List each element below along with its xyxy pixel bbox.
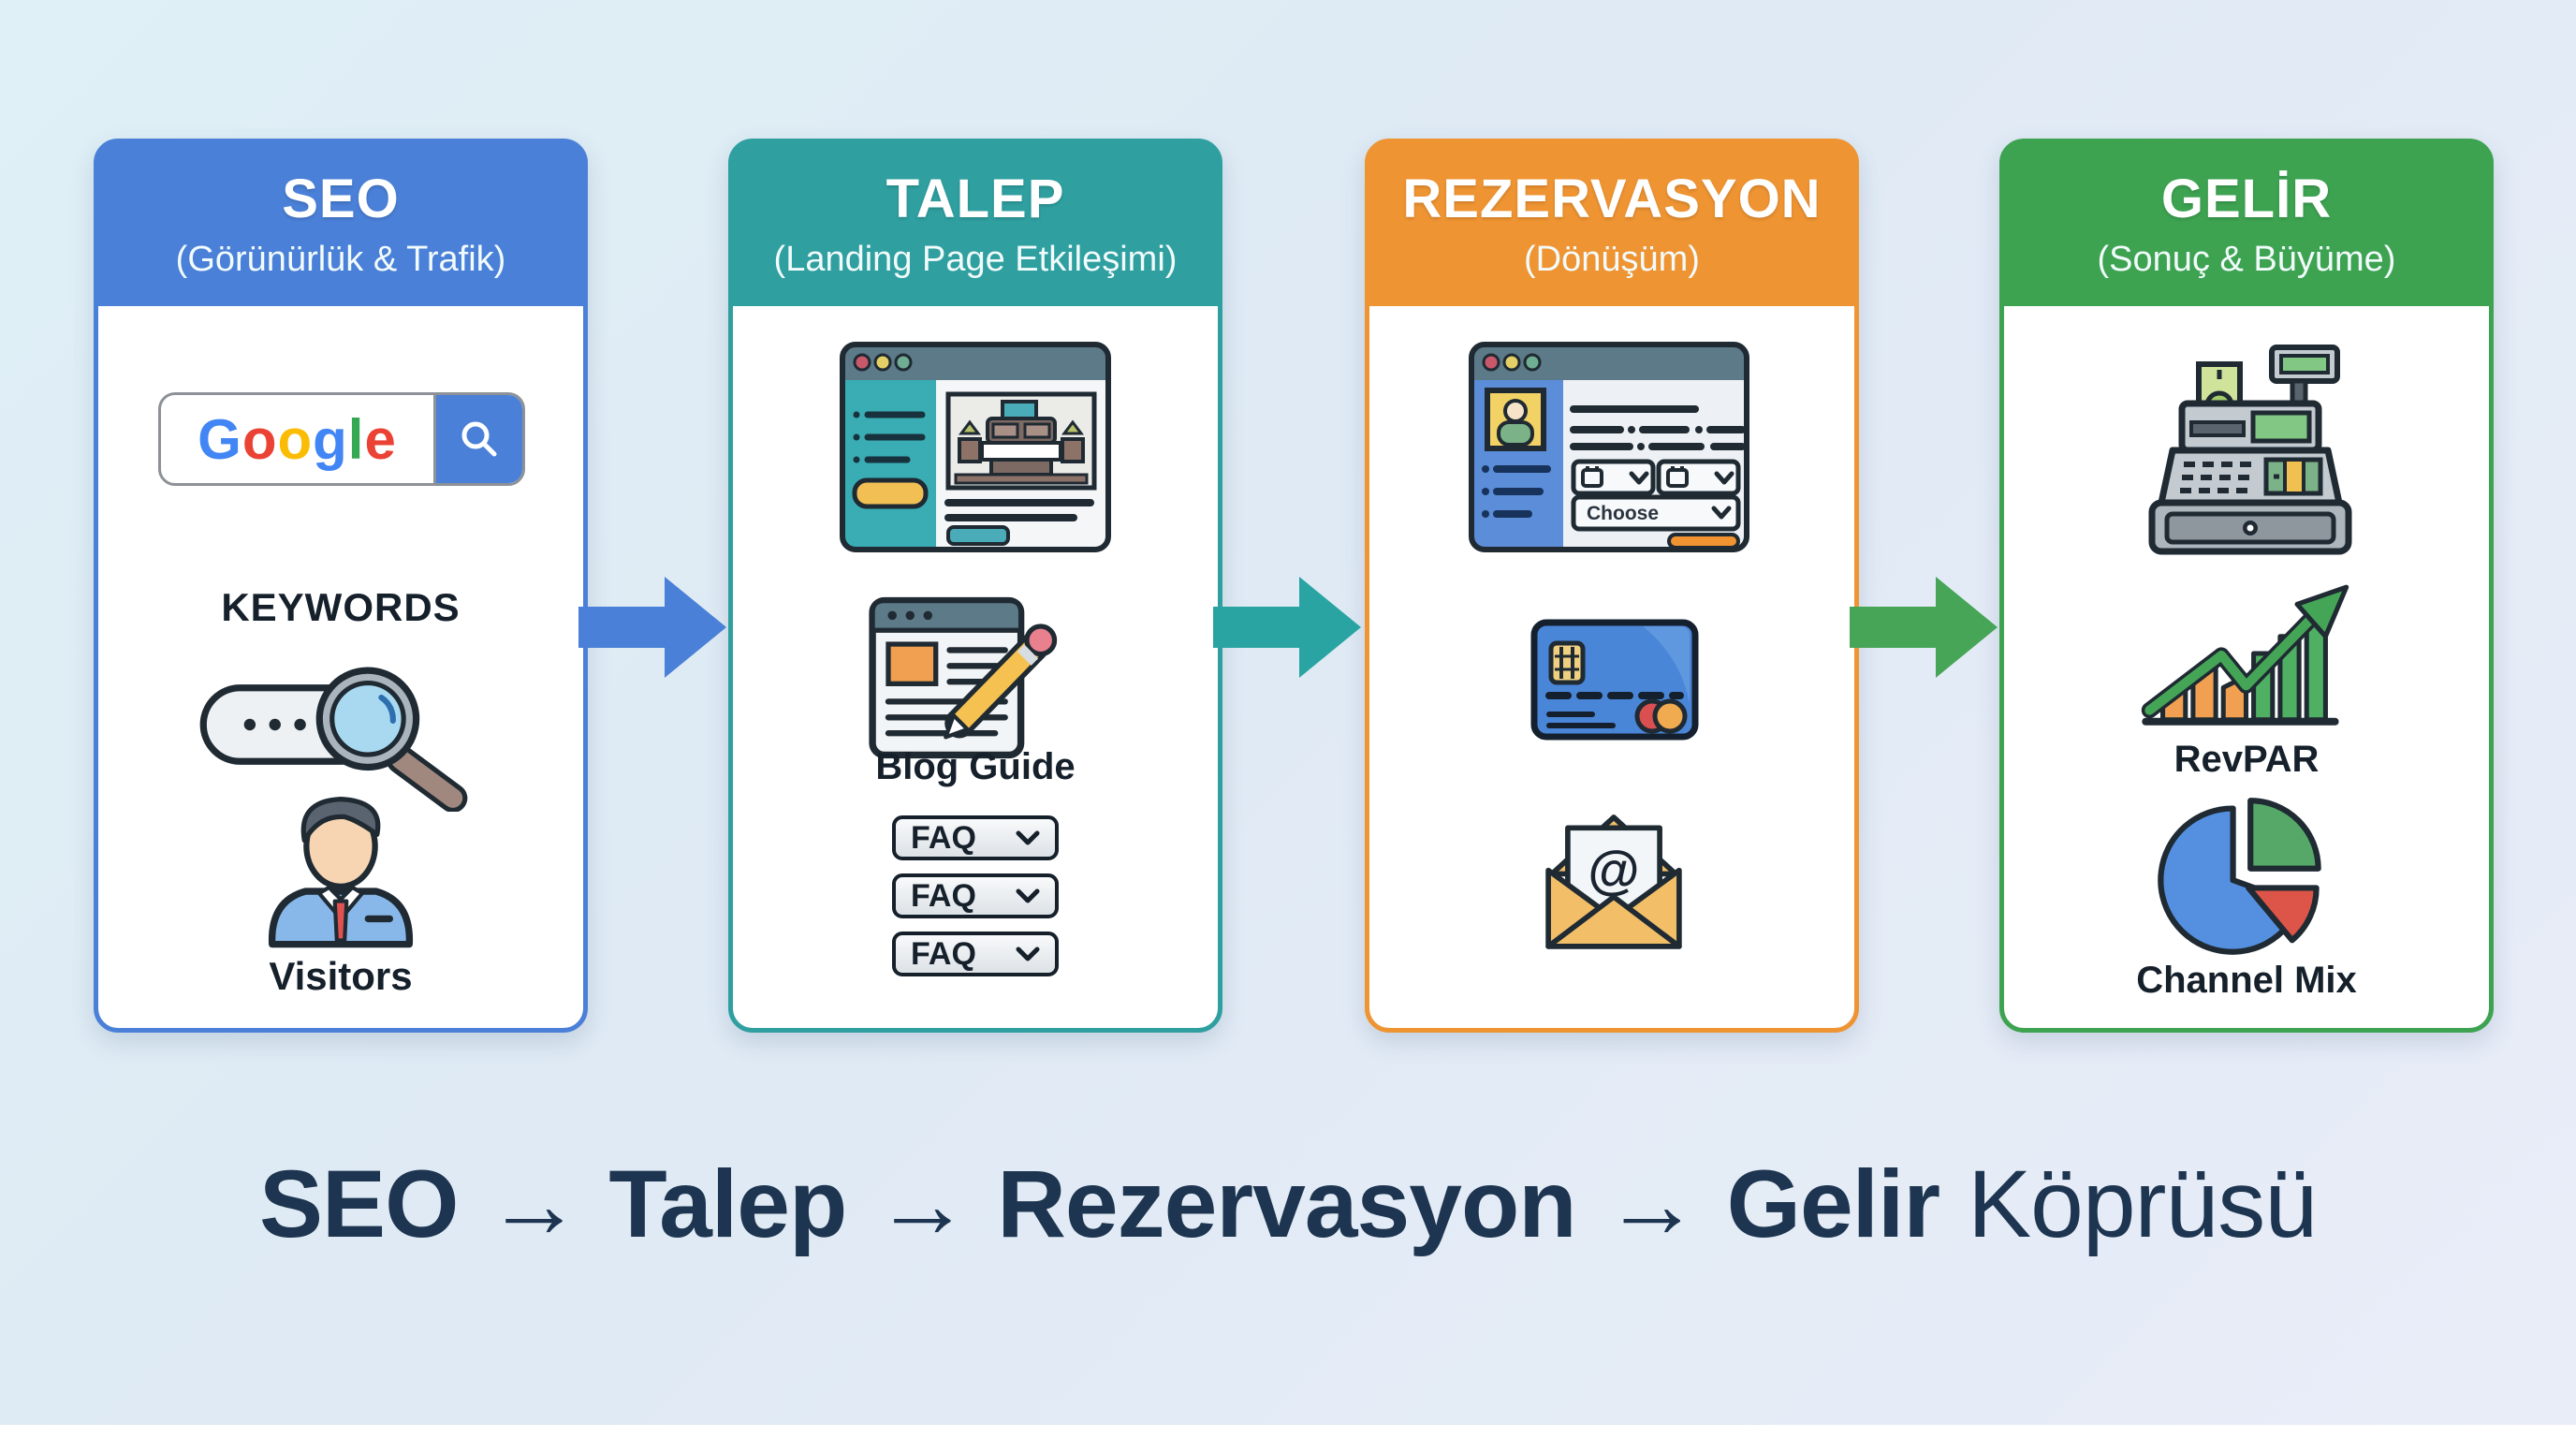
chevron-down-icon [1016, 830, 1040, 845]
headline-koprusu: Köprüsü [1968, 1151, 2318, 1257]
card-gelir-subtitle: (Sonuç & Büyüme) [2097, 240, 2396, 279]
at-symbol: @ [1588, 842, 1639, 901]
keywords-icon [199, 667, 468, 812]
bottom-strip [0, 1425, 2576, 1438]
landing-page-icon [840, 342, 1111, 552]
keywords-label: KEYWORDS [221, 585, 461, 629]
card-talep-title: TALEP [886, 169, 1065, 229]
card-talep-subtitle: (Landing Page Etkileşimi) [773, 240, 1178, 279]
card-gelir-title: GELİR [2160, 169, 2333, 229]
card-rezervasyon-subtitle: (Dönüşüm) [1524, 240, 1700, 279]
card-rezervasyon-header: REZERVASYON (Dönüşüm) [1368, 141, 1856, 306]
card-talep: TALEP (Landing Page Etkileşimi) [728, 139, 1222, 1033]
google-search-bar[interactable]: G o o g l e [158, 392, 525, 486]
search-icon [461, 421, 497, 457]
card-talep-header: TALEP (Landing Page Etkileşimi) [731, 141, 1220, 306]
blog-guide-icon [869, 596, 1058, 759]
faq-dropdown-3[interactable]: FAQ [892, 932, 1059, 976]
card-seo-subtitle: (Görünürlük & Trafik) [175, 240, 506, 279]
visitor-icon [269, 797, 413, 948]
card-rezervasyon-title: REZERVASYON [1402, 169, 1822, 229]
chevron-down-icon [1629, 471, 1649, 485]
calendar-icon [1666, 466, 1689, 488]
email-icon: @ [1545, 814, 1682, 949]
card-rezervasyon: REZERVASYON (Dönüşüm) [1365, 139, 1859, 1033]
headline-arrow-2: → [874, 1151, 970, 1257]
headline: SEO → Talep → Rezervasyon → Gelir Köprüs… [0, 1150, 2576, 1259]
search-button[interactable] [433, 395, 522, 483]
faq-dropdown-1[interactable]: FAQ [892, 815, 1059, 860]
cash-register-icon [2148, 345, 2352, 555]
revpar-chart-icon [2141, 584, 2349, 726]
headline-gelir: Gelir [1726, 1151, 1940, 1257]
card-gelir-header: GELİR (Sonuç & Büyüme) [2002, 141, 2491, 306]
headline-arrow-3: → [1603, 1151, 1700, 1257]
channel-mix-label: Channel Mix [2136, 960, 2357, 1001]
chevron-down-icon [1714, 471, 1734, 485]
card-seo-title: SEO [282, 169, 400, 229]
faq-dropdown-2[interactable]: FAQ [892, 873, 1059, 918]
credit-card-icon [1530, 619, 1699, 741]
chevron-down-icon [1711, 506, 1732, 520]
visitors-label: Visitors [269, 954, 413, 998]
headline-talep: Talep [608, 1151, 847, 1257]
booking-form-icon: Choose [1469, 342, 1749, 552]
headline-rezervasyon: Rezervasyon [997, 1151, 1576, 1257]
blog-guide-label: Blog Guide [875, 746, 1076, 787]
flow-arrow-seo-to-talep [578, 577, 726, 678]
flow-arrow-talep-to-rezervasyon [1213, 577, 1361, 678]
choose-dropdown[interactable] [1571, 494, 1741, 532]
landing-cta-button[interactable] [946, 525, 1010, 546]
headline-arrow-1: → [486, 1151, 581, 1257]
headline-seo: SEO [259, 1151, 459, 1257]
sidebar-cta-button[interactable] [852, 477, 929, 509]
card-seo-header: SEO (Görünürlük & Trafik) [96, 141, 585, 306]
revpar-label: RevPAR [2174, 739, 2320, 780]
chevron-down-icon [1016, 888, 1040, 903]
book-now-button[interactable] [1667, 533, 1740, 550]
google-logo: G o o g l e [198, 407, 397, 471]
flow-arrow-rezervasyon-to-gelir [1850, 577, 1998, 678]
card-seo: SEO (Görünürlük & Trafik) G o o g l e KE… [94, 139, 588, 1033]
choose-dropdown-label: Choose [1587, 503, 1659, 524]
channel-mix-icon [2158, 798, 2321, 955]
chevron-down-icon [1016, 946, 1040, 961]
card-gelir: GELİR (Sonuç & Büyüme) [1999, 139, 2494, 1033]
calendar-icon [1581, 466, 1603, 488]
